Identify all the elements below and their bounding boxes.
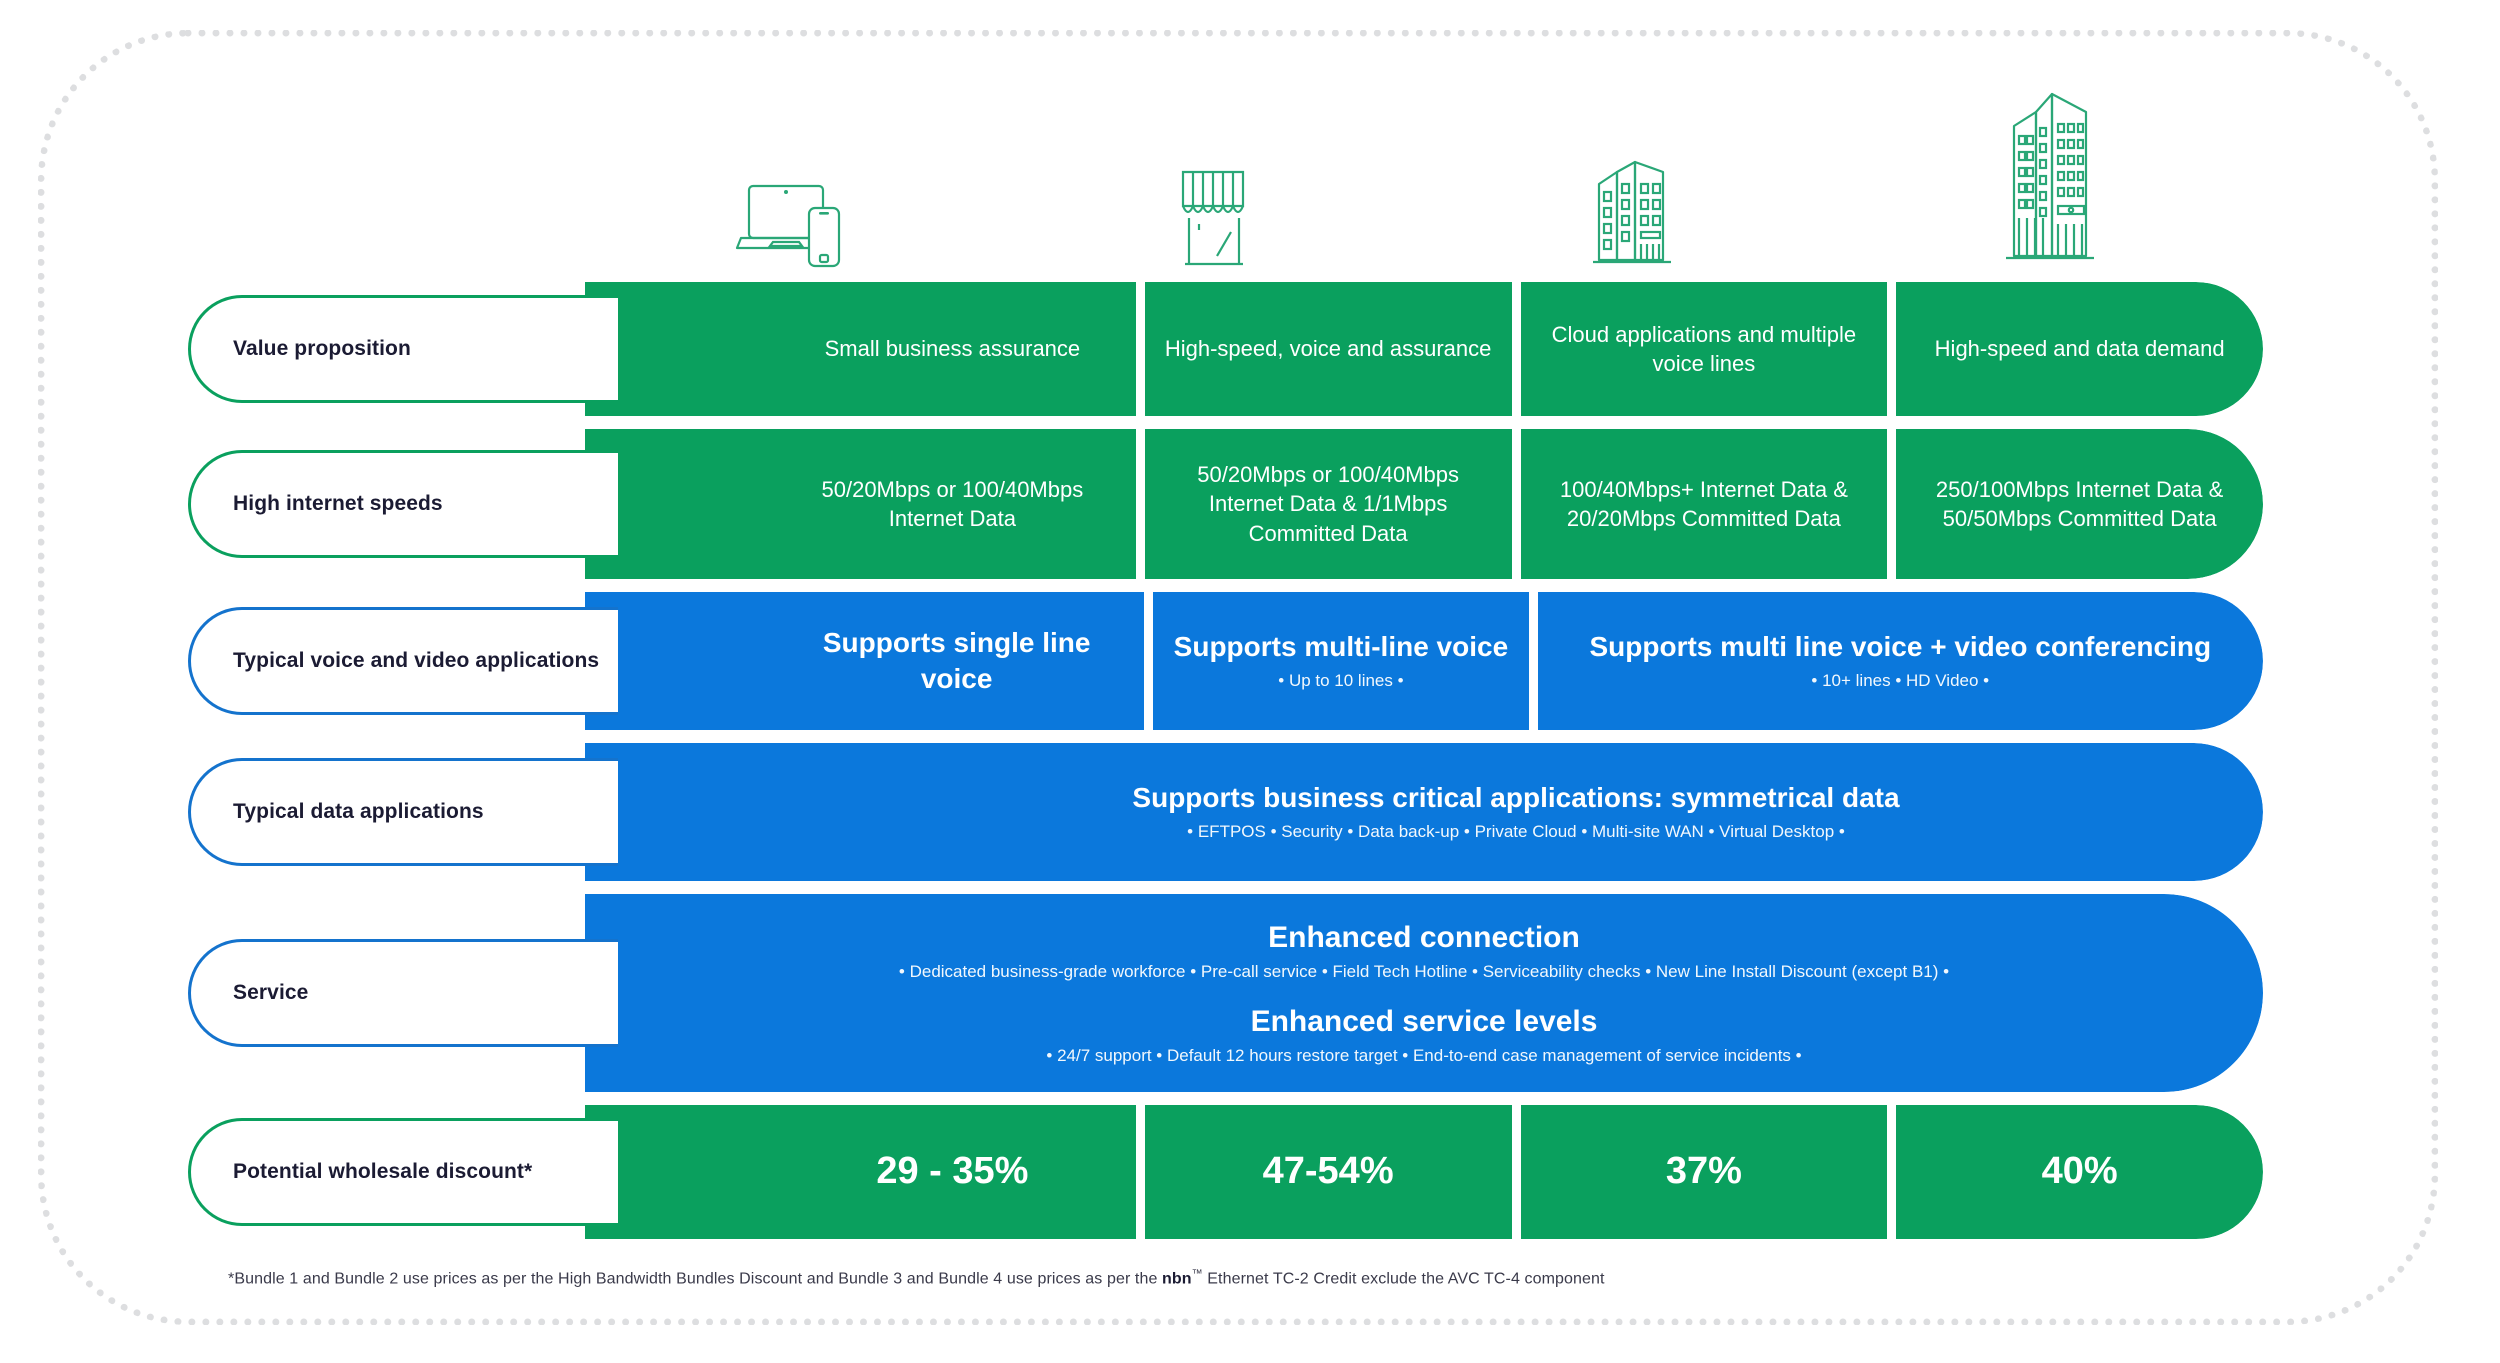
laptop-phone-icon [735, 174, 853, 274]
comparison-table: Value proposition Small business assuran… [188, 282, 2263, 1252]
cell-voice-video-2: Supports multi-line voice • Up to 10 lin… [1153, 592, 1529, 730]
table-row-data-applications: Typical data applications Supports busin… [188, 743, 2263, 881]
cell-value-proposition-3: Cloud applications and multiple voice li… [1520, 282, 1888, 416]
column-icon-cell-3 [1423, 58, 1842, 278]
table-row-value-proposition: Value proposition Small business assuran… [188, 282, 2263, 416]
row-label-voice-video-applications: Typical voice and video applications [188, 607, 618, 715]
cell-high-internet-speeds-3: 100/40Mbps+ Internet Data & 20/20Mbps Co… [1520, 429, 1888, 579]
cell-data-applications-all: Supports business critical applications:… [585, 743, 2263, 881]
row-label-wholesale-discount: Potential wholesale discount* [188, 1118, 618, 1226]
cell-value-proposition-2: High-speed, voice and assurance [1144, 282, 1512, 416]
cell-high-internet-speeds-2: 50/20Mbps or 100/40Mbps Internet Data & … [1144, 429, 1512, 579]
cell-high-internet-speeds-1: 50/20Mbps or 100/40Mbps Internet Data [585, 429, 1136, 579]
table-row-high-internet-speeds: High internet speeds 50/20Mbps or 100/40… [188, 429, 2263, 579]
row-label-data-applications: Typical data applications [188, 758, 618, 866]
cell-value-proposition-1: Small business assurance [585, 282, 1136, 416]
service-block-connection: Enhanced connection • Dedicated business… [898, 921, 1950, 982]
cell-discount-3: 37% [1520, 1105, 1888, 1239]
row-track-wholesale-discount: 29 - 35% 47-54% 37% 40% [585, 1105, 2263, 1239]
row-track-value-proposition: Small business assurance High-speed, voi… [585, 282, 2263, 416]
row-track-voice-video-applications: Supports single line voice Supports mult… [585, 592, 2263, 730]
tower-building-icon [1986, 84, 2116, 274]
row-label-value-proposition: Value proposition [188, 295, 618, 403]
shopfront-icon [1161, 162, 1265, 274]
table-row-wholesale-discount: Potential wholesale discount* 29 - 35% 4… [188, 1105, 2263, 1239]
table-row-service: Service Enhanced connection • Dedicated … [188, 894, 2263, 1092]
row-track-high-internet-speeds: 50/20Mbps or 100/40Mbps Internet Data 50… [585, 429, 2263, 579]
cell-voice-video-3: Supports multi line voice + video confer… [1537, 592, 2263, 730]
row-label-high-internet-speeds: High internet speeds [188, 450, 618, 558]
cell-discount-1: 29 - 35% [585, 1105, 1136, 1239]
row-label-service: Service [188, 939, 618, 1047]
cell-discount-4: 40% [1896, 1105, 2263, 1239]
footnote-part-1: *Bundle 1 and Bundle 2 use prices as per… [228, 1270, 1162, 1288]
cell-service-all: Enhanced connection • Dedicated business… [585, 894, 2263, 1092]
row-track-data-applications: Supports business critical applications:… [585, 743, 2263, 881]
footnote-brand: nbn [1162, 1270, 1192, 1288]
footnote: *Bundle 1 and Bundle 2 use prices as per… [228, 1268, 1605, 1288]
column-icon-cell-2 [1004, 58, 1423, 278]
cell-high-internet-speeds-4: 250/100Mbps Internet Data & 50/50Mbps Co… [1896, 429, 2263, 579]
footnote-trademark: ™ [1191, 1268, 1203, 1280]
cell-voice-video-1: Supports single line voice [585, 592, 1145, 730]
column-icon-cell-4 [1841, 58, 2260, 278]
cell-discount-2: 47-54% [1144, 1105, 1512, 1239]
cell-value-proposition-4: High-speed and data demand [1896, 282, 2263, 416]
column-icon-header [585, 58, 2260, 278]
office-building-icon [1577, 144, 1687, 274]
table-row-voice-video-applications: Typical voice and video applications Sup… [188, 592, 2263, 730]
row-track-service: Enhanced connection • Dedicated business… [585, 894, 2263, 1092]
column-icon-cell-1 [585, 58, 1004, 278]
service-block-service-levels: Enhanced service levels • 24/7 support •… [1046, 1005, 1802, 1065]
footnote-part-2: Ethernet TC-2 Credit exclude the AVC TC-… [1202, 1270, 1605, 1288]
